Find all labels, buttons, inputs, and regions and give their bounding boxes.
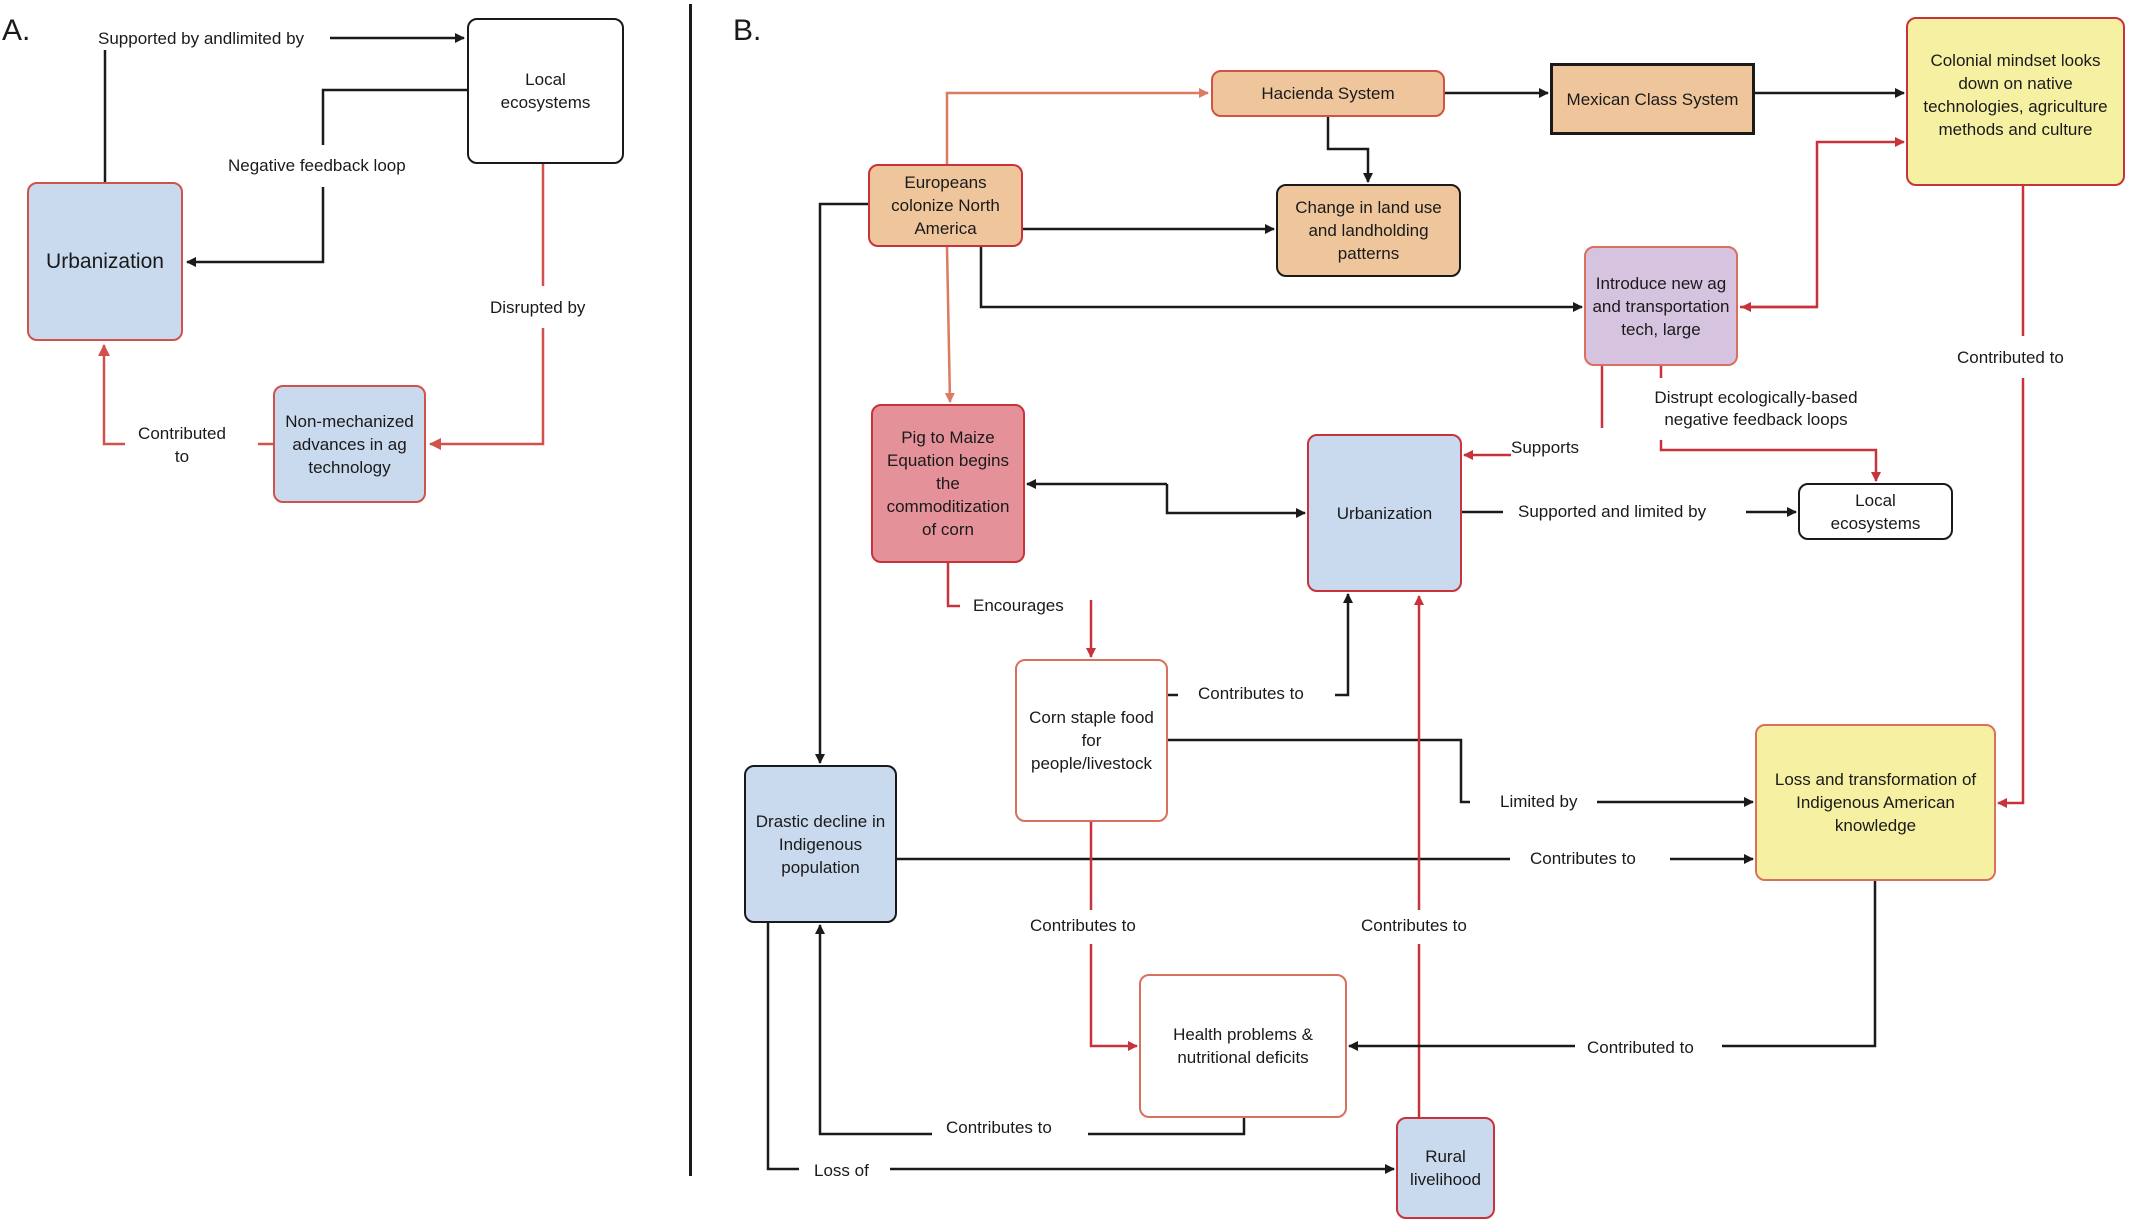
edge-label-loss-of: Loss of (814, 1159, 869, 1182)
node-corn-staple[interactable]: Corn staple food for people/livestock (1015, 659, 1168, 822)
panel-divider (689, 4, 692, 1176)
node-a-non-mechanized[interactable]: Non-mechanized advances in ag technology (273, 385, 426, 503)
edge-contrib-urban (1335, 593, 1353, 697)
node-land-use[interactable]: Change in land use and landholding patte… (1276, 184, 1461, 277)
node-hacienda[interactable]: Hacienda System (1211, 70, 1445, 117)
edge-health-contrib (1088, 1118, 1246, 1136)
edge-eu-pig (944, 246, 955, 403)
edge-pig-encourages (946, 563, 960, 608)
edge-label-limited-by: Limited by (1500, 790, 1578, 813)
edge-label-loss-health: Contributed to (1587, 1036, 1694, 1059)
edge-distrupt-bottom (1659, 440, 1881, 482)
edge-label-colonial-contributed: Contributed to (1957, 346, 2064, 369)
node-a-local-ecosystems[interactable]: Local ecosystems (467, 18, 624, 164)
node-b-urbanization[interactable]: Urbanization (1307, 434, 1462, 592)
edge-label-supports: Supports (1511, 436, 1580, 459)
node-loss-knowledge[interactable]: Loss and transformation of Indigenous Am… (1755, 724, 1996, 881)
node-b-local-ecosystems[interactable]: Local ecosystems (1798, 483, 1953, 540)
node-colonial-mindset[interactable]: Colonial mindset looks down on native te… (1906, 17, 2125, 186)
edge-label-drastic-loss: Contributes to (1530, 847, 1636, 870)
edge-eu-drastic (815, 202, 868, 764)
edge-introduce-colonial (1740, 137, 1905, 309)
edge-contrib-drastic (815, 924, 932, 1136)
edge-corn-limited (1168, 738, 1470, 804)
edge-corn-health-bottom (1089, 944, 1138, 1051)
edge-hacienda-landuse (1326, 117, 1373, 183)
edge-label-distrupt: Distrupt ecologically-based negative fee… (1641, 387, 1871, 431)
edge-pig-urban (1165, 484, 1306, 518)
node-drastic-decline[interactable]: Drastic decline in Indigenous population (744, 765, 897, 923)
node-rural[interactable]: Rural livelihood (1396, 1117, 1495, 1219)
panel-b-label: B. (733, 14, 762, 47)
edge-label-a-negative-feedback: Negative feedback loop (228, 154, 406, 177)
edge-label-a-contributed: Contributed to (130, 422, 234, 468)
edge-a-disrupted-bottom (429, 328, 545, 450)
edge-eu-hacienda (945, 88, 1209, 164)
edge-drastic-lossof (766, 923, 799, 1171)
node-introduce-tech[interactable]: Introduce new ag and transportation tech… (1584, 246, 1738, 366)
node-europeans[interactable]: Europeans colonize North America (868, 164, 1023, 247)
node-pig-maize[interactable]: Pig to Maize Equation begins the commodi… (871, 404, 1025, 563)
edge-colonial-contrib-bottom (1997, 378, 2025, 808)
edge-label-a-supported: Supported by andlimited by (98, 27, 305, 50)
edge-label-corn-urban: Contributes to (1198, 682, 1304, 705)
panel-a-label: A. (2, 14, 31, 47)
edge-label-supported-limited: Supported and limited by (1518, 500, 1707, 523)
edge-eu-introduce (979, 247, 1583, 312)
edge-label-encourages: Encourages (973, 594, 1064, 617)
edge-a-feedback-bottom (186, 187, 325, 267)
edge-loss-contributed (1722, 881, 1877, 1048)
edge-label-corn-health: Contributes to (1030, 914, 1136, 937)
node-a-urbanization[interactable]: Urbanization (27, 182, 183, 341)
node-mexican-class[interactable]: Mexican Class System (1550, 63, 1755, 135)
edge-a-feedback-top (321, 88, 467, 145)
edge-label-rural-urban: Contributes to (1361, 914, 1467, 937)
edge-label-a-disrupted: Disrupted by (490, 296, 586, 319)
edge-a-contrib-left (98, 344, 125, 446)
edge-label-health-drastic: Contributes to (946, 1116, 1052, 1139)
node-health[interactable]: Health problems & nutritional deficits (1139, 974, 1347, 1118)
